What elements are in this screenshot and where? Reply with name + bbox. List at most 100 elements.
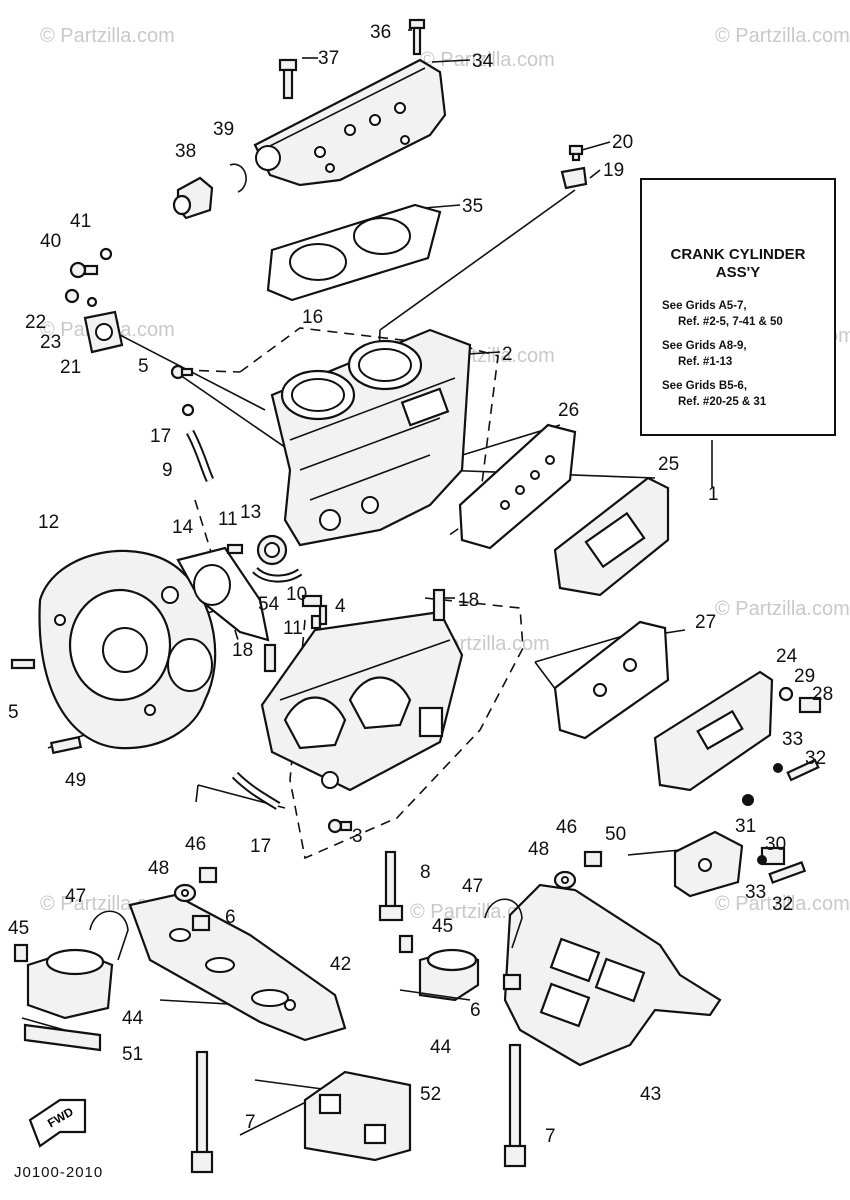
clip-47-left <box>89 910 129 961</box>
bolt-4 <box>318 604 328 626</box>
washer-29 <box>778 686 794 702</box>
callout-17-upper: 17 <box>150 426 171 447</box>
bolt-49 <box>49 735 83 755</box>
callout-21: 21 <box>60 357 81 378</box>
washer-48-right <box>553 870 577 890</box>
bolt-36 <box>408 18 426 56</box>
watermark: © Partzilla.com <box>715 25 850 47</box>
callout-34: 34 <box>472 51 494 72</box>
watermark: © Partzilla.com <box>420 49 555 71</box>
callout-6-left: 6 <box>225 907 236 928</box>
callout-36: 36 <box>370 22 391 43</box>
clip-47-center <box>484 898 523 949</box>
flywheel-cover <box>38 549 217 750</box>
washer-23 <box>86 296 98 308</box>
callout-42: 42 <box>330 954 351 975</box>
bolt-22 <box>64 288 80 304</box>
callout-33-lower: 33 <box>745 882 766 903</box>
callout-19: 19 <box>603 160 624 181</box>
callout-29: 29 <box>794 666 815 687</box>
bolt-32-upper <box>786 758 820 782</box>
gasket-14 <box>176 546 270 642</box>
callout-2: 2 <box>502 344 513 365</box>
watermark: © Partzilla.com <box>715 893 850 915</box>
dowel-pin-18-right <box>432 588 446 622</box>
callout-5-upper: 5 <box>138 356 149 377</box>
callout-17-lower: 17 <box>250 836 271 857</box>
callout-13: 13 <box>240 502 261 523</box>
callout-52: 52 <box>420 1084 441 1105</box>
callout-22: 22 <box>25 312 46 333</box>
note-line: Ref. #2-5, 7-41 & 50 <box>678 316 783 328</box>
callout-48-right: 48 <box>528 839 549 860</box>
oil-seal-13 <box>256 534 288 566</box>
callout-46-right: 46 <box>556 817 577 838</box>
fwd-arrow-icon: FWD <box>28 1098 87 1148</box>
callout-46-left: 46 <box>185 834 206 855</box>
note-line: See Grids A5-7, <box>662 300 747 312</box>
washer-33-upper <box>773 763 783 773</box>
bolt-5-upper <box>170 364 194 380</box>
note-title-line-1: CRANK CYLINDER <box>670 246 806 263</box>
callout-38: 38 <box>175 141 196 162</box>
callout-27: 27 <box>695 612 716 633</box>
callout-1: 1 <box>708 484 719 505</box>
callout-20: 20 <box>612 132 633 153</box>
callout-25: 25 <box>658 454 679 475</box>
callout-9: 9 <box>162 460 173 481</box>
watermark: © Partzilla.com <box>715 598 850 620</box>
callout-33-upper: 33 <box>782 729 803 750</box>
bolt-37 <box>278 58 298 100</box>
callout-23: 23 <box>40 332 61 353</box>
washer-48-left <box>173 883 197 903</box>
bolt-46-right <box>583 850 603 868</box>
bracket-50 <box>673 830 744 898</box>
callout-24: 24 <box>776 646 798 667</box>
cylinder-head-cover <box>253 58 447 187</box>
callout-47-left: 47 <box>65 886 86 907</box>
rubber-mount-44-center <box>399 948 480 1002</box>
callout-45-center: 45 <box>432 916 453 937</box>
callout-26: 26 <box>558 400 579 421</box>
bolt-32-lower <box>768 861 807 884</box>
fitting-21 <box>83 310 124 354</box>
note-title-line-2: ASS'Y <box>715 264 761 281</box>
bolt-45-center <box>398 934 414 954</box>
callout-39: 39 <box>213 119 234 140</box>
bolt-5-lower <box>10 658 36 670</box>
callout-51: 51 <box>122 1044 143 1065</box>
callout-40: 40 <box>40 231 61 252</box>
callout-31: 31 <box>735 816 756 837</box>
callout-48-left: 48 <box>148 858 169 879</box>
exhaust-cover-26 <box>458 423 577 550</box>
hose-fitting-38 <box>172 176 214 220</box>
callout-6-right: 6 <box>470 1000 481 1021</box>
callout-44-left: 44 <box>122 1008 144 1029</box>
engine-mount-bracket-42 <box>128 893 347 1042</box>
bolt-3 <box>327 818 353 834</box>
collar-6-right <box>502 973 522 991</box>
circlip-39 <box>229 163 247 193</box>
rubber-mount-44-left <box>26 948 114 1020</box>
note-line: Ref. #20-25 & 31 <box>678 396 767 408</box>
screw-40 <box>69 261 99 279</box>
hose-9 <box>181 403 215 483</box>
engine-mount-bracket-43 <box>503 883 722 1067</box>
callout-49: 49 <box>65 770 86 791</box>
hose-54 <box>252 566 303 583</box>
callout-30: 30 <box>765 834 786 855</box>
callout-50: 50 <box>605 824 626 845</box>
washer-33-lower <box>757 855 767 865</box>
note-line: Ref. #1-13 <box>678 356 733 368</box>
callout-labels: 1 2 3 4 5 5 6 6 7 7 8 9 10 11 11 12 13 1… <box>8 22 833 1147</box>
callout-18-left: 18 <box>232 640 253 661</box>
bolt-46-left <box>198 866 218 884</box>
bracket-19 <box>560 166 588 190</box>
plate-51 <box>23 1023 102 1052</box>
fitting-10 <box>301 594 323 608</box>
note-line: See Grids A8-9, <box>662 340 747 352</box>
callout-18-right: 18 <box>458 590 479 611</box>
note-line: See Grids B5-6, <box>662 380 748 392</box>
callout-41: 41 <box>70 211 91 232</box>
